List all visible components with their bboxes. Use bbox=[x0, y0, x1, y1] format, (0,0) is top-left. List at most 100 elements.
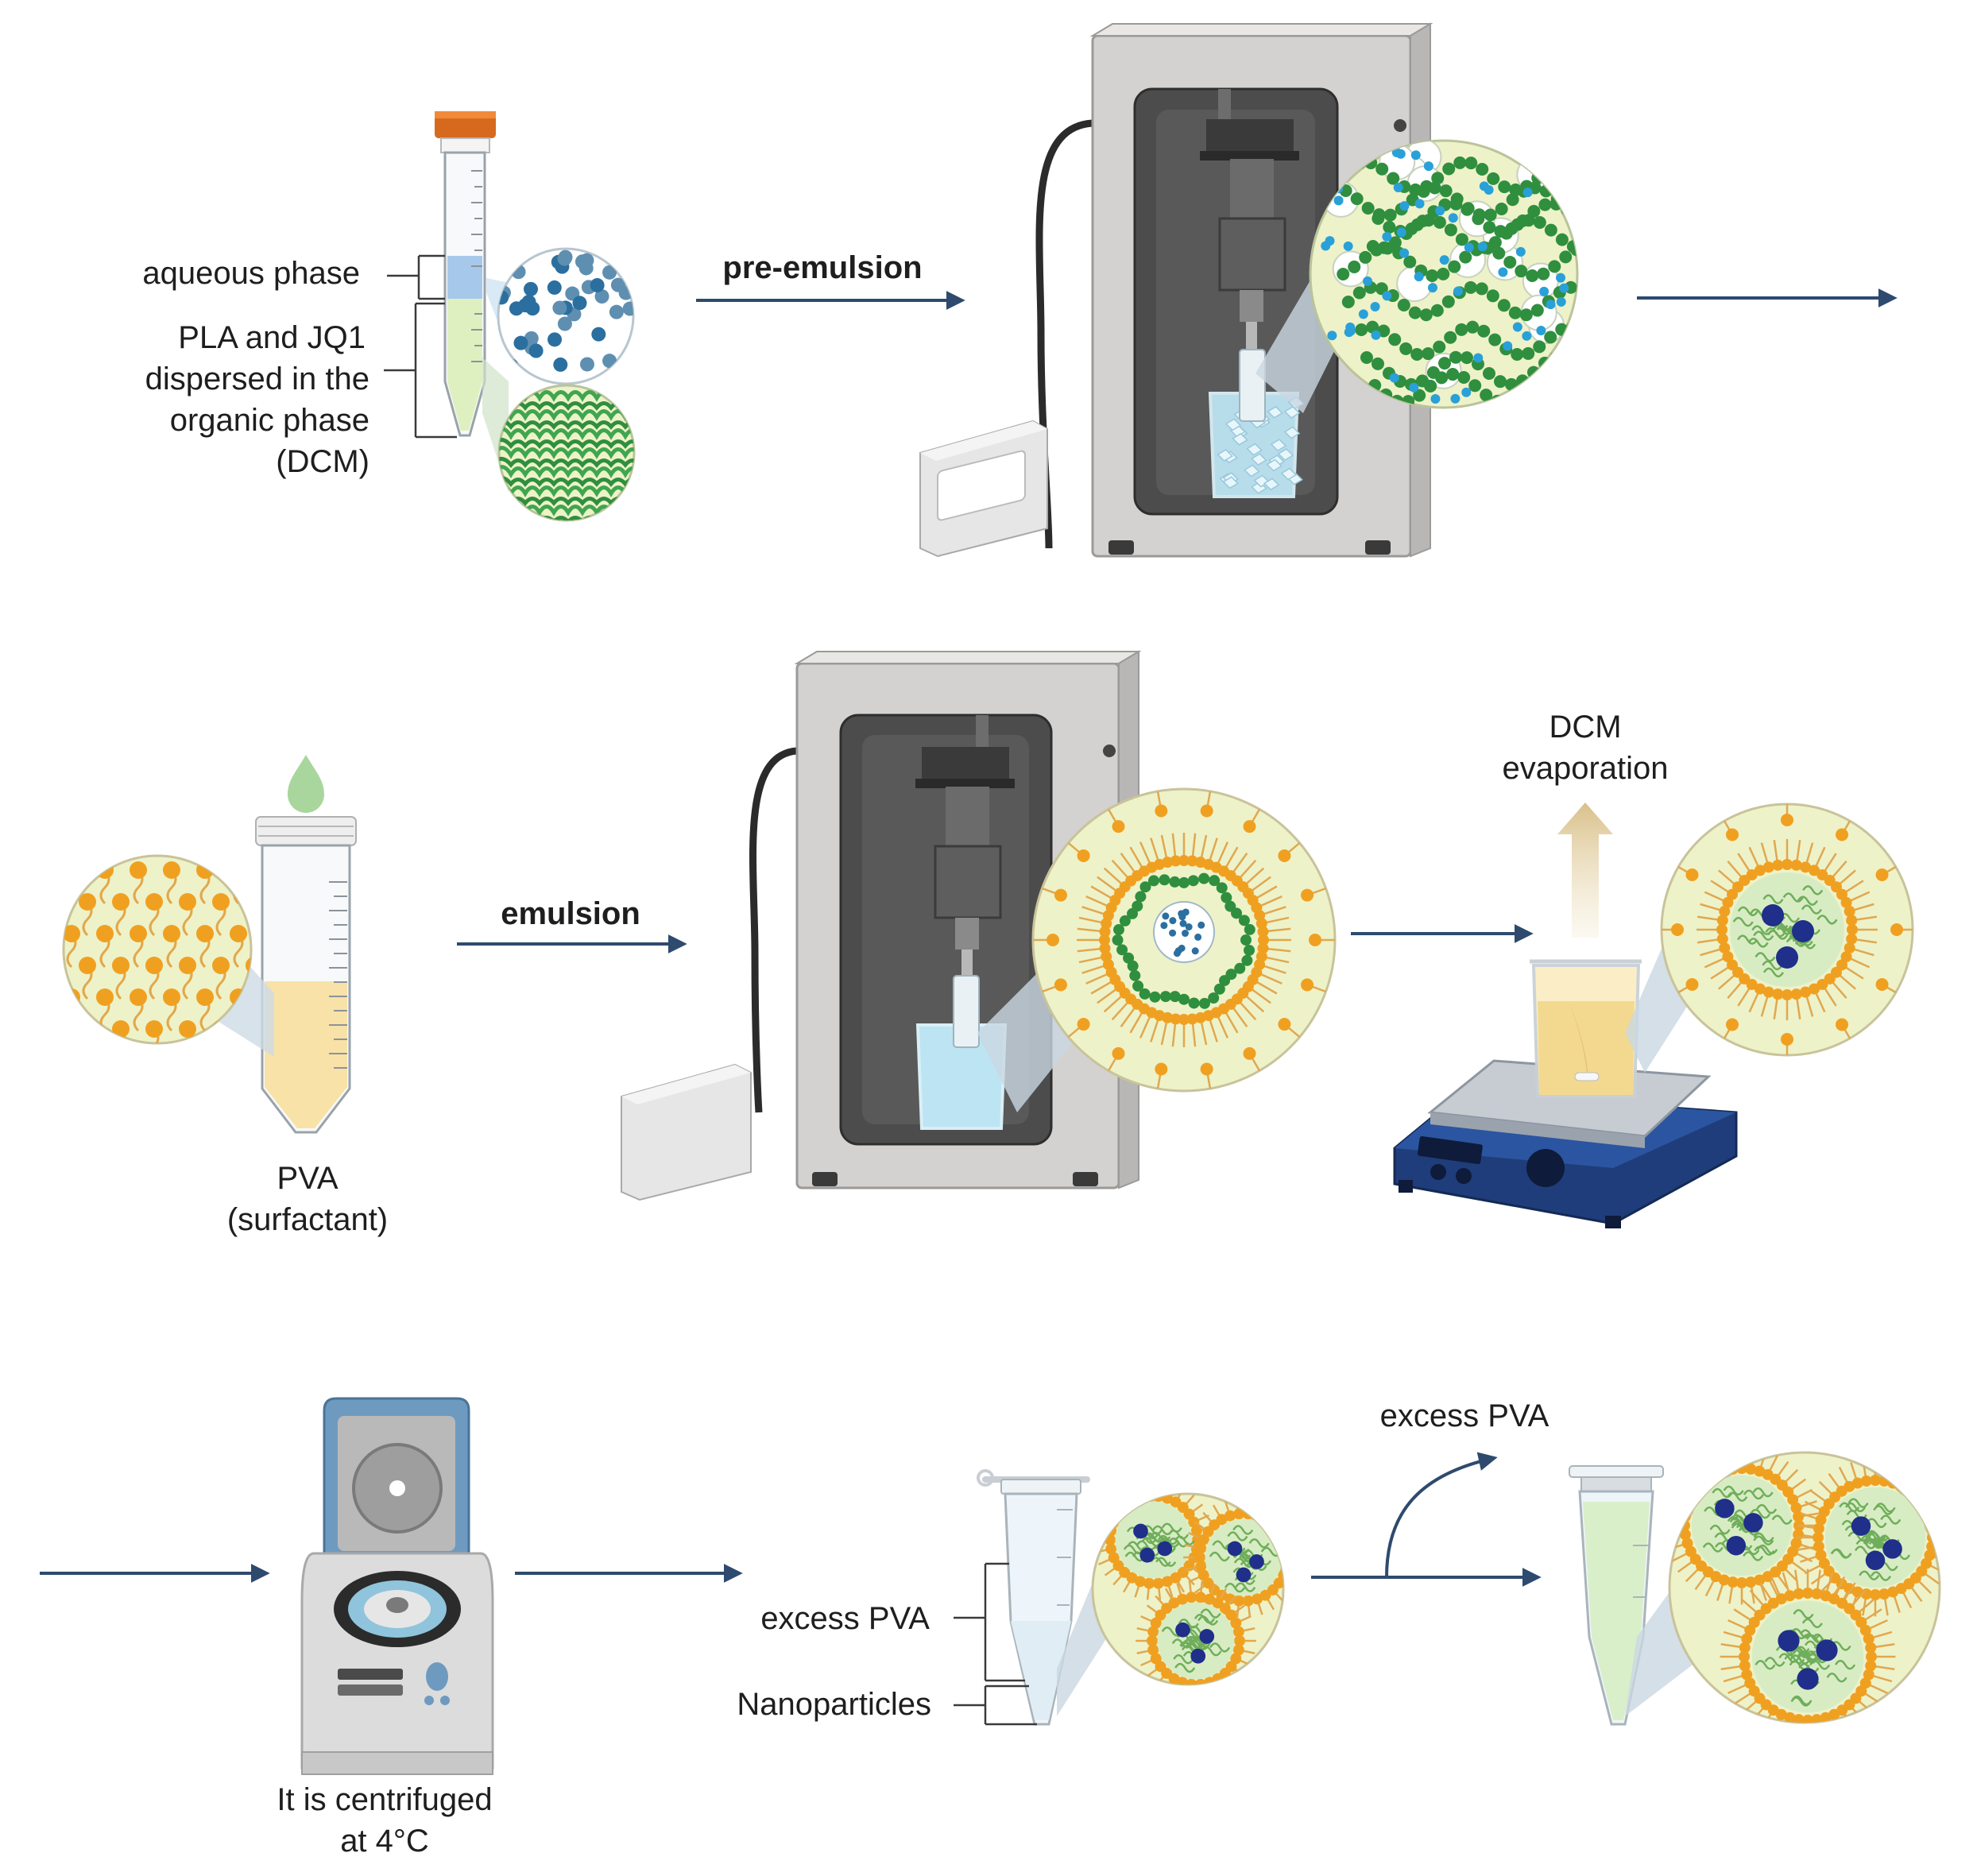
polymer-bead bbox=[1355, 323, 1368, 336]
drug-dot bbox=[1427, 283, 1437, 293]
surfactant-head bbox=[1860, 1475, 1872, 1487]
polymer-bead bbox=[1371, 357, 1384, 370]
polymer-bead bbox=[1594, 225, 1607, 238]
drug-dot bbox=[1882, 1539, 1902, 1559]
drug-dot bbox=[1396, 227, 1406, 238]
drug-dot bbox=[1430, 393, 1441, 404]
polymer-bead bbox=[1560, 351, 1573, 365]
drug-dot bbox=[1389, 373, 1399, 383]
polymer-bead bbox=[1433, 215, 1446, 229]
drug-molecule-dot bbox=[594, 289, 609, 304]
polymer-bead bbox=[1591, 395, 1604, 408]
polymer-bead bbox=[1565, 157, 1577, 170]
drug-dot bbox=[1191, 947, 1199, 955]
polymer-chain bbox=[1847, 1531, 1869, 1541]
magnifier-circle-icon bbox=[482, 358, 636, 522]
polymer-bead bbox=[1370, 243, 1383, 257]
drug-dot bbox=[1484, 184, 1494, 195]
drug-dot bbox=[1371, 330, 1381, 340]
surfactant-tail bbox=[1104, 1503, 1120, 1515]
surfactant-head bbox=[1195, 1561, 1207, 1572]
surfactant-head bbox=[1916, 1498, 1928, 1510]
surfactant-head bbox=[1077, 1018, 1090, 1031]
surfactant-head bbox=[1200, 804, 1213, 818]
polymer-bead bbox=[1583, 221, 1596, 234]
drug-dot bbox=[1776, 946, 1798, 969]
surfactant-head bbox=[1119, 1502, 1131, 1514]
surfactant-tail bbox=[1271, 1511, 1283, 1526]
surfactant-head bbox=[1746, 869, 1758, 881]
drug-molecule-dot bbox=[504, 364, 519, 379]
polymer-bead bbox=[1139, 988, 1151, 1000]
polymer-chain bbox=[1797, 895, 1818, 906]
surfactant-tail bbox=[249, 901, 251, 937]
polymer-chain bbox=[1826, 1673, 1847, 1683]
surfactant-head bbox=[1727, 1576, 1739, 1588]
drug-dot bbox=[1414, 199, 1425, 209]
surfactant-head bbox=[1186, 1678, 1197, 1685]
polymer-bead bbox=[1493, 375, 1507, 389]
drug-dot bbox=[1182, 930, 1190, 938]
drug-dot bbox=[1522, 331, 1532, 341]
polymer-chain bbox=[1702, 1542, 1724, 1553]
polymer-chain bbox=[1161, 1522, 1182, 1533]
centrifuge-icon bbox=[300, 1397, 494, 1775]
centrifuge-label-1: It is centrifuged bbox=[277, 1782, 492, 1817]
surfactant-head bbox=[1186, 855, 1198, 867]
surfactant-head bbox=[64, 861, 80, 879]
surfactant-head bbox=[1726, 1018, 1739, 1031]
drug-dot bbox=[1797, 1668, 1819, 1690]
polymer-chain bbox=[1712, 1487, 1733, 1499]
surfactant-head bbox=[163, 988, 180, 1006]
dcm-label-2: evaporation bbox=[1502, 751, 1668, 786]
polymer-bead bbox=[1526, 269, 1539, 282]
polymer-chain bbox=[1789, 1654, 1811, 1665]
surfactant-head bbox=[96, 925, 114, 942]
drug-dot bbox=[1726, 1535, 1747, 1556]
polymer-bead bbox=[1519, 308, 1533, 322]
polymer-bead bbox=[1576, 163, 1577, 176]
control-box-icon bbox=[919, 420, 1048, 558]
falcon-tube-icon bbox=[255, 816, 357, 1134]
drug-dot bbox=[1173, 950, 1181, 957]
polymer-bead bbox=[1341, 296, 1355, 308]
drug-molecule-dot bbox=[557, 251, 572, 266]
surfactant-head bbox=[1815, 1549, 1827, 1561]
drug-dot bbox=[1199, 1629, 1215, 1644]
surfactant-head bbox=[1216, 1514, 1228, 1526]
surfactant-head bbox=[1865, 1660, 1877, 1672]
polymer-bead bbox=[1544, 223, 1557, 237]
surfactant-tail bbox=[1694, 1460, 1709, 1480]
surfactant-head bbox=[1790, 1502, 1802, 1514]
drug-dot bbox=[1393, 182, 1403, 192]
surfactant-head bbox=[1772, 988, 1784, 1000]
polymer-chain bbox=[1136, 1540, 1158, 1550]
surfactant-head bbox=[112, 957, 130, 974]
hotplate-stirrer-icon bbox=[1393, 1059, 1738, 1228]
surfactant-head bbox=[1846, 933, 1858, 945]
drug-dot bbox=[1477, 242, 1488, 252]
polymer-bead bbox=[1502, 395, 1515, 408]
polymer-chain bbox=[1752, 1487, 1774, 1498]
surfactant-head bbox=[1836, 888, 1847, 900]
polymer-bead bbox=[1503, 255, 1517, 269]
polymer-bead bbox=[1428, 181, 1441, 195]
surfactant-head bbox=[1909, 1491, 1921, 1503]
centrifuge-label-2: at 4°C bbox=[340, 1824, 429, 1859]
drug-dot bbox=[1461, 387, 1472, 397]
polymer-chain bbox=[1797, 1654, 1818, 1664]
drug-dot bbox=[1321, 241, 1331, 251]
surfactant-head bbox=[1278, 849, 1291, 862]
surfactant-head bbox=[1112, 820, 1125, 834]
polymer-chain bbox=[1771, 1514, 1793, 1525]
polymer-bead bbox=[1444, 331, 1457, 344]
polymer-bead bbox=[1198, 997, 1210, 1009]
polymer-bead bbox=[1399, 342, 1413, 355]
surfactant-head bbox=[1739, 1642, 1751, 1654]
surfactant-head bbox=[1671, 923, 1684, 936]
polymer-chain bbox=[1194, 1614, 1216, 1624]
surfactant-head bbox=[246, 893, 251, 911]
polymer-bead bbox=[1208, 992, 1220, 1004]
surfactant-head bbox=[1775, 1593, 1787, 1605]
polymer-bead bbox=[1495, 203, 1508, 216]
